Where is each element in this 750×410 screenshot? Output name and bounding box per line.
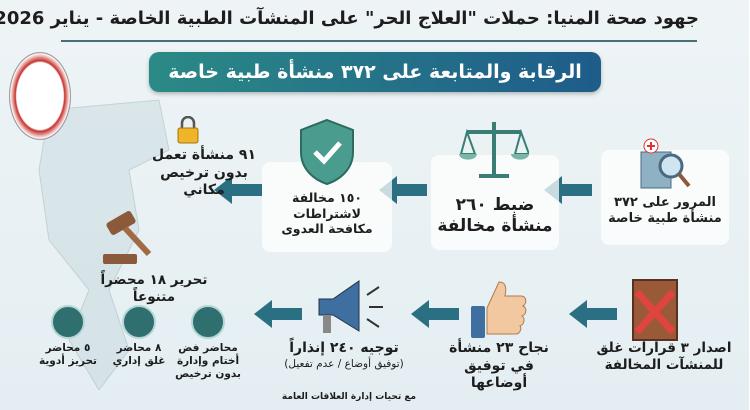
warnings-text: توجيه ٢٤٠ إنذاراً(توفيق أوضاع / عدم تفعي… <box>285 340 405 370</box>
footer-credit: مع تحيات إدارة العلاقات العامة <box>282 392 418 402</box>
title-divider <box>62 40 698 42</box>
stamp-icon <box>192 305 226 339</box>
page-title: جهود صحة المنيا: حملات "العلاج الحر" على… <box>0 8 700 29</box>
shield-check-icon <box>301 118 355 186</box>
medicine-icon <box>52 305 86 339</box>
thumbs-up-icon <box>472 281 528 338</box>
reports-title: تحرير ١٨ محضراً متنوعاً <box>101 272 209 305</box>
hospital-magnifier-icon <box>641 138 692 189</box>
arrow-left-icon <box>255 300 303 328</box>
closed-door-icon <box>633 279 679 341</box>
lock-icon <box>178 116 200 144</box>
scales-icon <box>460 122 530 178</box>
report-item-text: ٨ محاضر غلق إداري <box>113 342 167 368</box>
arrow-left-icon <box>215 176 263 204</box>
report-item-text: محاضر فض أختام وإدارة بدون ترخيص <box>176 342 242 381</box>
map-illustration <box>39 99 171 390</box>
arrow-left-icon <box>412 300 460 328</box>
megaphone-icon <box>319 280 384 333</box>
arrow-left-icon <box>570 300 618 328</box>
gavel-icon <box>104 211 153 264</box>
report-item-text: ٥ محاضر تحريز أدوية <box>40 342 98 368</box>
banner: الرقابة والمتابعة على ٣٧٢ منشأة طبية خاص… <box>150 52 602 92</box>
document-icon <box>123 305 157 339</box>
ministry-logo <box>10 52 72 140</box>
